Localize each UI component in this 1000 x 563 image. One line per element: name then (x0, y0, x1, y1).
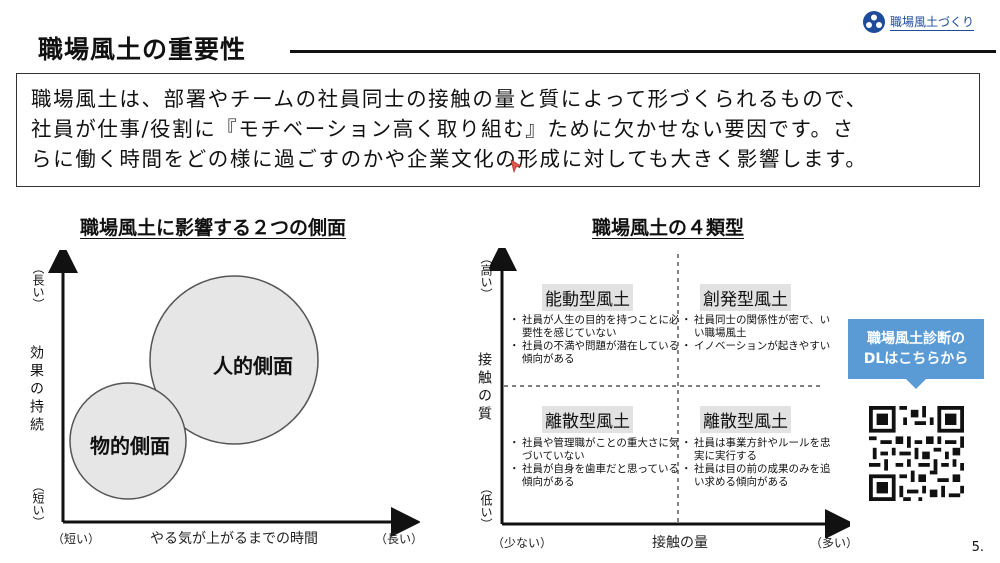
left-chart-axes (48, 250, 420, 537)
quadrant-item: 社員や管理職がことの重大さに気づいていない (509, 437, 682, 463)
intro-line: らに働く時間をどの様に過ごすのかや企業文化の形成に対しても大きく影響します。 (31, 147, 868, 171)
quadrant-item: 社員が自身を歯車だと思っている傾向がある (509, 463, 682, 489)
brand-link[interactable]: 職場風土づくり (862, 10, 975, 34)
left-y-low: （短い） (31, 480, 45, 528)
bubble-physical (69, 382, 187, 500)
left-chart-heading: 職場風土に影響する２つの側面 (80, 217, 347, 239)
bubble-label-human: 人的側面 (213, 354, 293, 378)
qr-badge-line: DLはこちらから (863, 351, 969, 367)
quadrant-item: 社員の不満や問題が潜在している傾向がある (509, 340, 682, 366)
left-y-label: 効果の持続 (28, 345, 44, 435)
left-x-low: （短い） (52, 532, 101, 546)
right-y-low: （低い） (479, 482, 493, 530)
qr-download-badge[interactable]: 職場風土診断の DLはこちらから (848, 319, 984, 389)
intro-line: 職場風土は、部署やチームの社員同士の接触の量と質によって形づくられるもので、 (31, 87, 868, 111)
quadrant-item: 社員が人生の目的を持つことに必要性を感じていない (509, 314, 682, 340)
quadrant-item: 社員同士の関係性が密で、いい職場風土 (681, 314, 834, 340)
quadrant-list-discrete-left: 社員や管理職がことの重大さに気づいていない 社員が自身を歯車だと思っている傾向が… (509, 437, 682, 489)
quadrant-title-discrete-right: 離散型風土 (700, 406, 791, 433)
left-y-high: （長い） (31, 262, 45, 310)
quadrant-list-discrete-right: 社員は事業方針やルールを忠実に実行する 社員は目の前の成果のみを追い求める傾向が… (681, 437, 834, 489)
intro-box: 職場風土は、部署やチームの社員同士の接触の量と質によって形づくられるもので、 社… (16, 73, 980, 187)
quadrant-title-emergent: 創発型風土 (700, 284, 791, 311)
qr-badge-line: 職場風土診断の (867, 331, 965, 347)
intro-line: 社員が仕事/役割に『モチベーション高く取り組む』ために欠かせない要因です。さ (31, 117, 855, 141)
quadrant-title-active: 能動型風土 (542, 284, 633, 311)
brand-logo-icon (863, 11, 885, 33)
right-chart-heading: 職場風土の４類型 (592, 217, 745, 239)
quadrant-item: 社員は事業方針やルールを忠実に実行する (681, 437, 834, 463)
qr-code-icon[interactable] (869, 406, 964, 501)
bubble-human (149, 275, 319, 445)
right-y-high: （高い） (479, 252, 493, 300)
right-y-label: 接触の質 (476, 352, 492, 424)
page-title: 職場風土の重要性 (38, 35, 247, 64)
quadrant-list-emergent: 社員同士の関係性が密で、いい職場風土 イノベーションが起きやすい (681, 314, 834, 353)
cursor-icon (510, 159, 523, 174)
right-x-label: 接触の量 (652, 535, 708, 551)
page-number: 5. (971, 540, 984, 555)
brand-label: 職場風土づくり (890, 15, 975, 31)
right-x-high: （多い） (810, 536, 859, 550)
right-chart-axes (490, 248, 850, 538)
quadrant-title-discrete-left: 離散型風土 (542, 406, 633, 433)
right-x-low: （少ない） (492, 536, 553, 550)
title-rule (290, 50, 996, 53)
left-x-label: やる気が上がるまでの時間 (150, 531, 318, 547)
bubble-label-physical: 物的側面 (90, 434, 170, 458)
quadrant-list-active: 社員が人生の目的を持つことに必要性を感じていない 社員の不満や問題が潜在している… (509, 314, 682, 366)
quadrant-item: イノベーションが起きやすい (681, 340, 834, 353)
left-x-high: （長い） (375, 532, 424, 546)
quadrant-item: 社員は目の前の成果のみを追い求める傾向がある (681, 463, 834, 489)
